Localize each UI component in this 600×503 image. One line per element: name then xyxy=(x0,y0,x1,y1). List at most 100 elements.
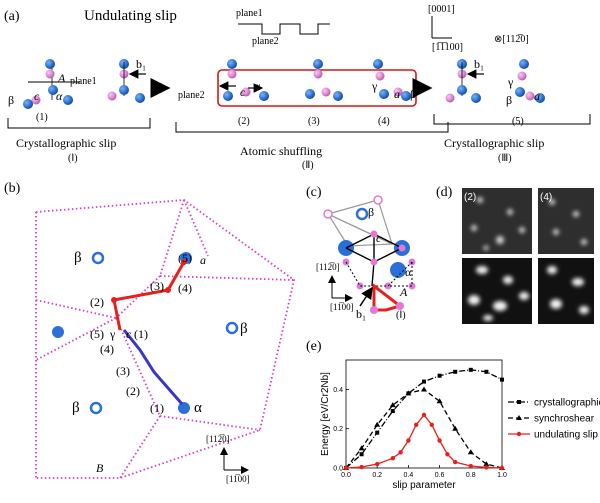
stage-label: (1) xyxy=(36,112,48,123)
legend-label: synchroshear xyxy=(534,414,595,425)
stem-image-2-bottom xyxy=(462,258,532,324)
series-line xyxy=(345,388,503,469)
atom-alpha xyxy=(178,402,190,414)
stage-label: (2) xyxy=(238,116,250,127)
image-tag: (2) xyxy=(464,192,476,203)
atom-pink xyxy=(45,69,55,79)
panel-c-label: (c) xyxy=(306,185,322,200)
stage-1-atoms: A α c β plane1 xyxy=(8,59,97,109)
stage-label: (5) xyxy=(512,116,524,127)
axis-0001-label: [0001] xyxy=(428,4,455,15)
data-point xyxy=(429,422,434,427)
atom-alpha-label: α xyxy=(56,89,63,103)
x-tick-label: 0.0 xyxy=(341,472,351,479)
bracket-group-3 xyxy=(433,114,591,125)
data-point xyxy=(437,373,442,378)
data-point xyxy=(484,465,489,470)
atom-a-label: a xyxy=(534,89,540,103)
y-axis-label: Energy [eV/Cr2Nb] xyxy=(320,372,331,456)
b1-label: b₁ xyxy=(474,57,484,71)
step-label: (2) xyxy=(126,384,140,398)
x-tick-label: 0.8 xyxy=(466,472,476,479)
data-point xyxy=(389,402,396,408)
panel-d: (d) (2) (4) xyxy=(436,185,594,324)
panel-a-label: (a) xyxy=(4,9,20,24)
data-point xyxy=(398,450,403,455)
data-point xyxy=(414,422,419,427)
panel-e-label: (e) xyxy=(306,339,322,354)
step-label: (5) xyxy=(90,327,104,341)
x-axis-label: slip parameter xyxy=(392,480,456,491)
stem-image-2-top xyxy=(462,188,532,254)
step-label: (3) xyxy=(150,279,164,293)
a-label: a xyxy=(200,253,206,267)
panel-a: (a) Undulating slip plane1 plane2 [0001]… xyxy=(4,4,591,171)
data-point xyxy=(467,449,474,455)
stage-5-atoms: b₁ γ β a xyxy=(445,57,545,107)
c-label: c xyxy=(126,327,132,341)
bracket-group-2 xyxy=(175,122,449,133)
stem-image-4-bottom xyxy=(538,258,594,324)
y-tick-label: 0.2 xyxy=(333,426,343,433)
alpha-label: α xyxy=(194,400,202,416)
data-point xyxy=(500,377,504,382)
step-label: (5) xyxy=(178,251,192,265)
data-point xyxy=(436,398,443,404)
legend-label: crystallographic slip xyxy=(534,398,600,409)
data-point xyxy=(453,369,458,374)
atom-beta-label: β xyxy=(8,93,14,107)
atom-beta-ring xyxy=(91,251,105,265)
axis-1100-label: [11̅00] xyxy=(226,474,250,484)
hexagon-network xyxy=(35,199,296,479)
step-label: (1) xyxy=(134,327,148,341)
axis-1100-label: [1̅1̅100] xyxy=(432,42,463,53)
legend-marker xyxy=(517,400,521,404)
data-point xyxy=(406,438,411,443)
data-point xyxy=(483,461,490,467)
step-label: (4) xyxy=(100,342,114,356)
beta-label: β xyxy=(368,205,374,219)
data-point xyxy=(390,409,395,414)
plane2-label: plane2 xyxy=(178,90,205,101)
A-label: A xyxy=(399,285,408,299)
group-roman: (Ⅱ) xyxy=(302,160,314,171)
series-line xyxy=(345,369,503,469)
atom-beta-ring xyxy=(89,401,103,415)
B-label: B xyxy=(96,461,104,475)
step-label: (2) xyxy=(90,295,104,309)
b1-label: b₁ xyxy=(356,307,366,321)
x-tick-label: 1.0 xyxy=(497,472,507,479)
panel-b: (b) β β β (5) a xyxy=(4,181,296,484)
data-point xyxy=(445,452,450,457)
roman-label: (Ⅰ) xyxy=(396,310,406,321)
y-tick-label: 0.0 xyxy=(333,466,343,473)
stage-label: (4) xyxy=(378,116,390,127)
data-point xyxy=(359,452,364,457)
b1-label: b₁ xyxy=(136,57,146,71)
atom-blue xyxy=(48,85,58,95)
atom-alpha-label: α xyxy=(254,79,261,93)
x-tick-label: 0.6 xyxy=(435,472,445,479)
data-point xyxy=(499,465,505,471)
gamma-label: γ xyxy=(109,327,116,341)
atom-blue xyxy=(45,59,55,69)
group-roman: (Ⅰ) xyxy=(68,153,78,164)
atom-c-label: c xyxy=(240,85,246,99)
plane1-sketch-label: plane1 xyxy=(236,8,263,19)
legend-label: undulating slip xyxy=(534,430,598,441)
stage-2-4-atoms: plane2 c α γ a β xyxy=(178,59,416,101)
stage-label: (3) xyxy=(308,116,320,127)
atom-beta-ring xyxy=(355,207,369,221)
atom-A-label: A xyxy=(57,71,66,85)
plane-sketch: plane1 plane2 xyxy=(236,8,330,47)
data-point xyxy=(390,455,395,461)
data-point xyxy=(422,379,426,384)
data-point xyxy=(375,461,380,467)
group-name: Atomic shuffling xyxy=(240,144,322,158)
atom-blue xyxy=(23,99,33,109)
atom-alpha xyxy=(52,326,64,338)
data-point xyxy=(421,412,427,418)
axes-a: [0001] [1̅1̅100] ⊗[112̅0] xyxy=(428,4,529,53)
beta-label: β xyxy=(72,400,80,416)
